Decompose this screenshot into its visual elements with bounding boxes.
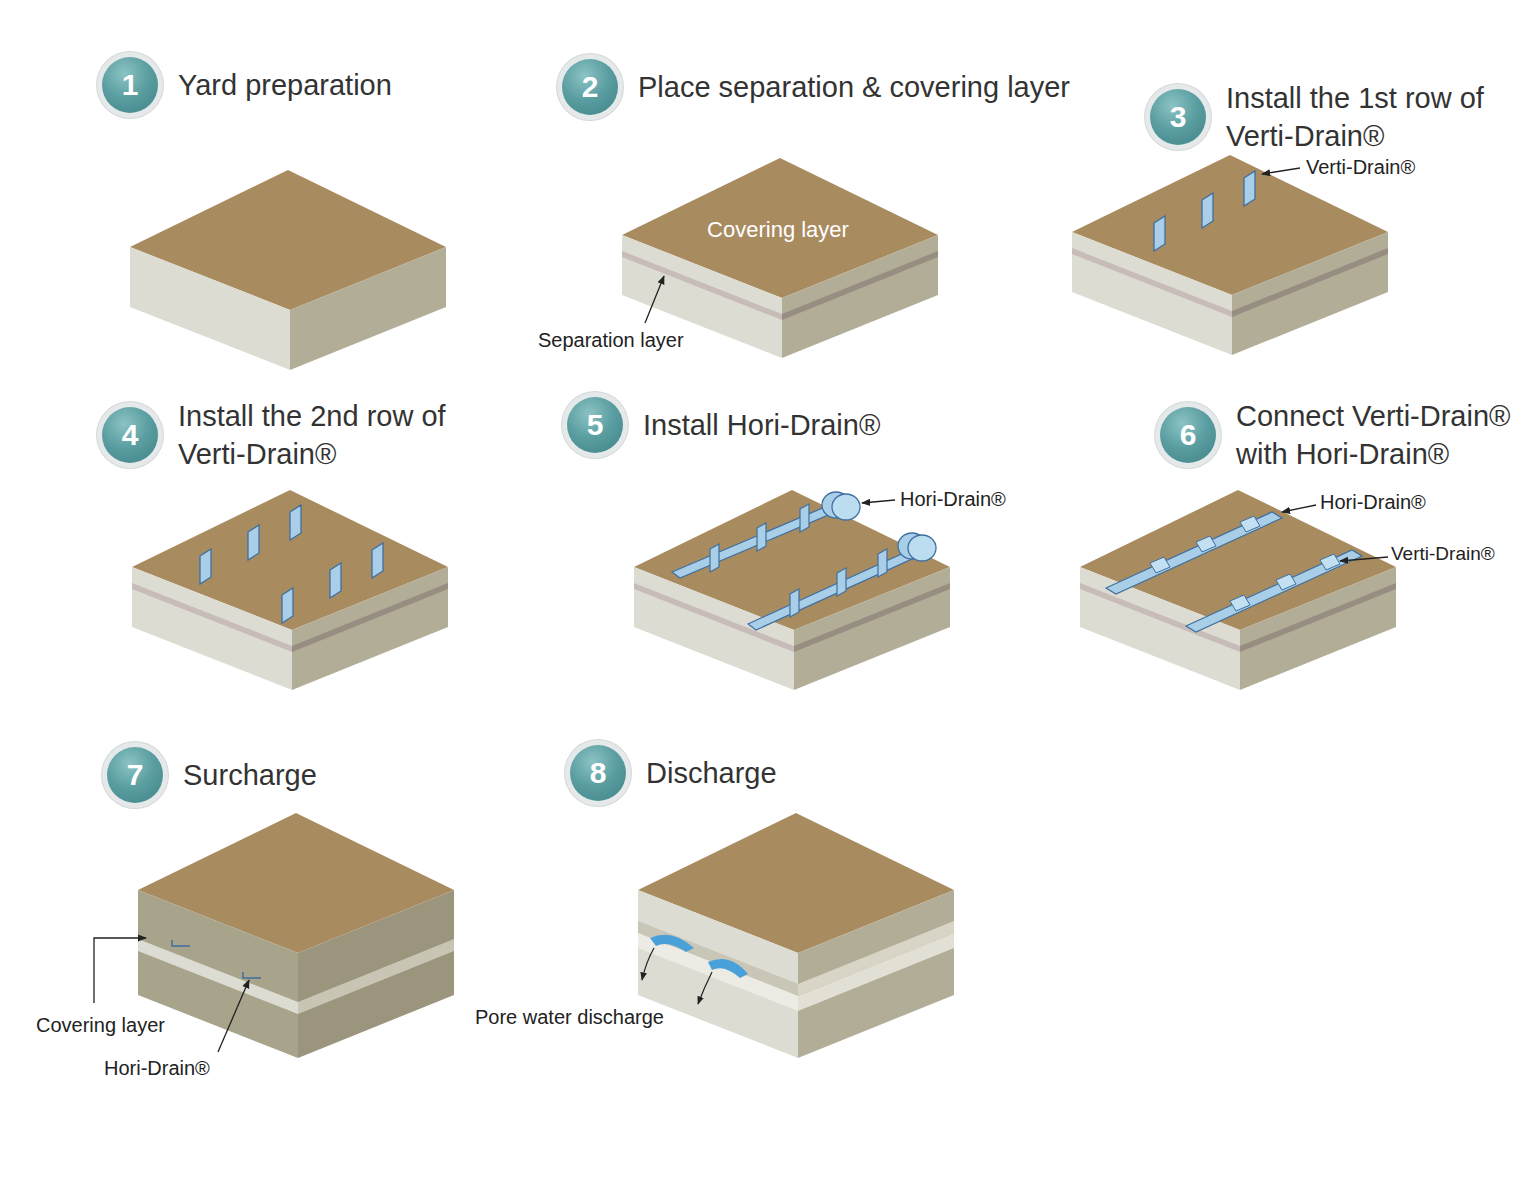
step-number: 4 xyxy=(102,407,158,463)
step-number: 5 xyxy=(567,397,623,453)
step-title: Surcharge xyxy=(183,756,317,794)
part-label: Verti-Drain® xyxy=(1391,542,1495,566)
step-number: 1 xyxy=(102,57,158,113)
step: 7 Surcharge xyxy=(107,747,317,803)
step-title: Place separation & covering layer xyxy=(638,68,1070,106)
part-label: Verti-Drain® xyxy=(1306,155,1415,179)
step: 2 Place separation & covering layer xyxy=(562,59,1070,115)
step-title: Install the 2nd row of Verti-Drain® xyxy=(178,397,478,473)
step-number: 2 xyxy=(562,59,618,115)
step: 6 Connect Verti-Drain® with Hori-Drain® xyxy=(1160,397,1534,473)
step-number: 8 xyxy=(570,745,626,801)
part-label: Covering layer xyxy=(36,1013,165,1037)
step-title: Discharge xyxy=(646,754,777,792)
step-title: Install the 1st row of Verti-Drain® xyxy=(1226,79,1526,155)
part-label: Pore water discharge xyxy=(475,1005,664,1029)
step-title: Yard preparation xyxy=(178,66,392,104)
step: 8 Discharge xyxy=(570,745,777,801)
step: 3 Install the 1st row of Verti-Drain® xyxy=(1150,79,1526,155)
part-label: Hori-Drain® xyxy=(1320,490,1426,514)
part-label: Hori-Drain® xyxy=(104,1056,210,1080)
step-number: 3 xyxy=(1150,89,1206,145)
step: 5 Install Hori-Drain® xyxy=(567,397,880,453)
step-title: Connect Verti-Drain® with Hori-Drain® xyxy=(1236,397,1534,473)
step-number: 6 xyxy=(1160,407,1216,463)
part-label: Separation layer xyxy=(538,328,684,352)
part-label: Hori-Drain® xyxy=(900,487,1006,511)
step-title: Install Hori-Drain® xyxy=(643,406,880,444)
step: 4 Install the 2nd row of Verti-Drain® xyxy=(102,397,478,473)
step-number: 7 xyxy=(107,747,163,803)
step: 1 Yard preparation xyxy=(102,57,392,113)
part-label: Covering layer xyxy=(707,218,849,242)
